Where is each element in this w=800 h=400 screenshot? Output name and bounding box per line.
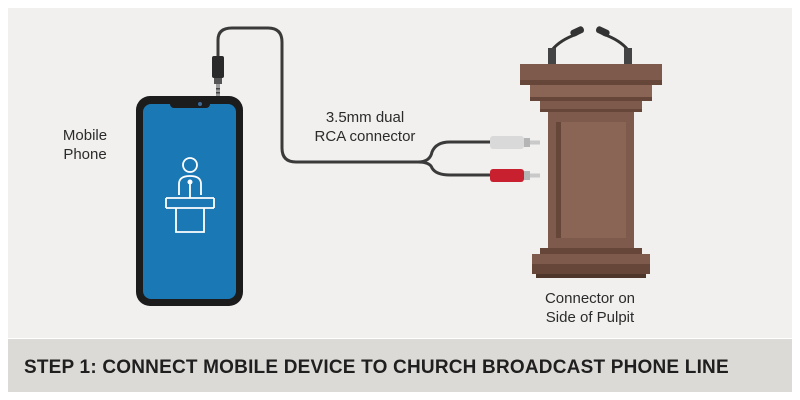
rca-split-upper bbox=[417, 140, 492, 164]
microphone-icon bbox=[548, 26, 585, 64]
phone-label: Mobile Phone bbox=[62, 127, 108, 163]
rca-plug-icon bbox=[490, 169, 540, 182]
pulpit-icon bbox=[520, 26, 662, 278]
footer-bar bbox=[8, 339, 792, 392]
pulpit-label: Connector on Side of Pulpit bbox=[544, 290, 636, 326]
audio-jack-icon bbox=[212, 56, 224, 96]
rca-plug-icon bbox=[490, 136, 540, 149]
pulpit-speaker-icon bbox=[165, 157, 215, 233]
connector-label: 3.5mm dual RCA connector bbox=[314, 109, 416, 145]
rca-split-lower bbox=[417, 160, 492, 177]
connection-diagram bbox=[136, 26, 662, 306]
audio-cable bbox=[216, 26, 418, 164]
microphone-icon bbox=[595, 26, 632, 64]
smartphone-icon bbox=[136, 96, 243, 306]
step-title: STEP 1: CONNECT MOBILE DEVICE TO CHURCH … bbox=[24, 357, 729, 378]
